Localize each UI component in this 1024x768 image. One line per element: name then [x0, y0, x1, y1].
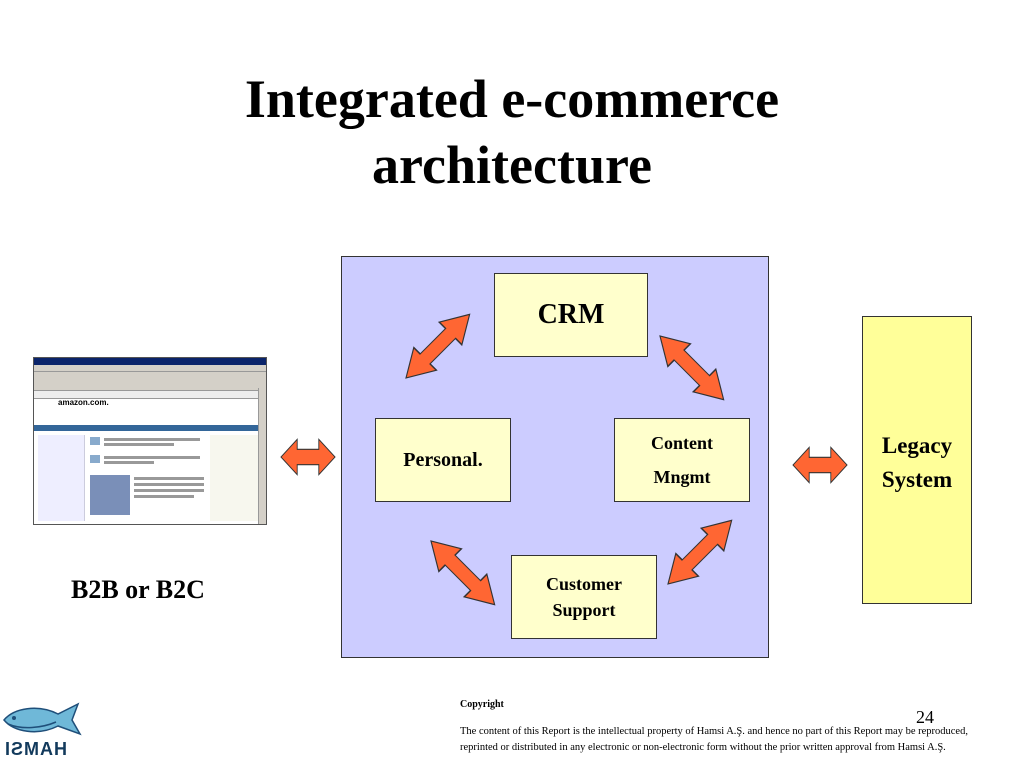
legacy-label-line-2: System: [881, 467, 953, 492]
slide-title: Integrated e-commerce architecture: [0, 66, 1024, 198]
arrow-crm-content: [648, 324, 736, 412]
copyright-text: The content of this Report is the intell…: [460, 726, 968, 753]
personalization-label: Personal.: [403, 448, 483, 471]
customer-support-box: Customer Support: [511, 555, 657, 639]
legacy-system-box: Legacy System: [862, 316, 972, 604]
browser-scrollbar: [258, 388, 266, 524]
content-label-line-2: Mngmt: [653, 467, 711, 487]
amazon-logo: amazon.com.: [58, 398, 109, 407]
browser-page-sidebar: [38, 435, 85, 521]
browser-screenshot: amazon.com.: [33, 357, 267, 525]
client-label: B2B or B2C: [71, 575, 205, 604]
browser-page-right-column: [210, 435, 258, 521]
browser-page-content: [88, 435, 208, 521]
browser-titlebar: [34, 358, 266, 365]
support-label-line-1: Customer: [546, 574, 622, 594]
crm-box: CRM: [494, 273, 648, 357]
browser-page-header: [34, 401, 266, 413]
arrow-content-support: [656, 508, 744, 596]
content-label-line-1: Content: [651, 433, 713, 453]
title-line-2: architecture: [372, 135, 652, 195]
arrow-client-panel: [280, 438, 336, 476]
support-label-line-2: Support: [552, 600, 616, 620]
browser-address-bar: [34, 391, 266, 399]
content-management-box: Content Mngmt: [614, 418, 750, 502]
title-line-1: Integrated e-commerce: [244, 69, 780, 129]
browser-toolbar: [34, 372, 266, 391]
page-number: 24: [916, 707, 934, 727]
legacy-label-line-1: Legacy: [881, 433, 953, 458]
brand-logo-text: HAMSI: [4, 739, 67, 759]
browser-page-content-lines: [90, 437, 204, 515]
browser-menubar: [34, 365, 266, 372]
arrow-crm-personal: [394, 302, 482, 390]
browser-page-nav: [34, 425, 266, 431]
arrow-personal-support: [419, 529, 507, 617]
fish-logo-icon: [3, 702, 82, 736]
personalization-box: Personal.: [375, 418, 511, 502]
crm-label: CRM: [537, 299, 605, 330]
arrow-panel-legacy: [792, 446, 848, 484]
copyright-heading: Copyright: [460, 699, 504, 710]
